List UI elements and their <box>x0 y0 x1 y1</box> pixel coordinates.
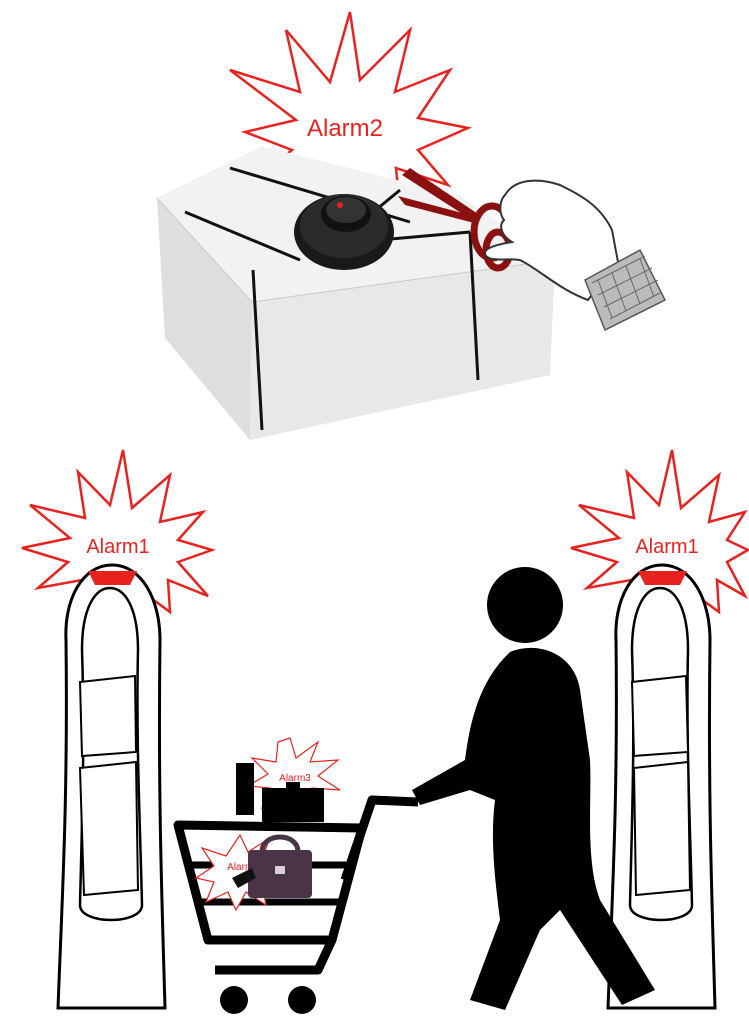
product-box <box>236 763 254 815</box>
package-box <box>157 146 555 440</box>
security-tag-icon <box>294 194 394 270</box>
tamper-alarm-group: Alarm2 <box>157 12 665 440</box>
shopping-cart-icon <box>178 800 418 1014</box>
security-gate-icon <box>58 565 165 1008</box>
alarm2-label: Alarm2 <box>307 115 383 142</box>
alarm1-right-label: Alarm1 <box>635 536 698 558</box>
left-security-gate: Alarm1 <box>22 450 212 1008</box>
product-box <box>262 788 324 822</box>
alarm1-left-label: Alarm1 <box>86 536 149 558</box>
